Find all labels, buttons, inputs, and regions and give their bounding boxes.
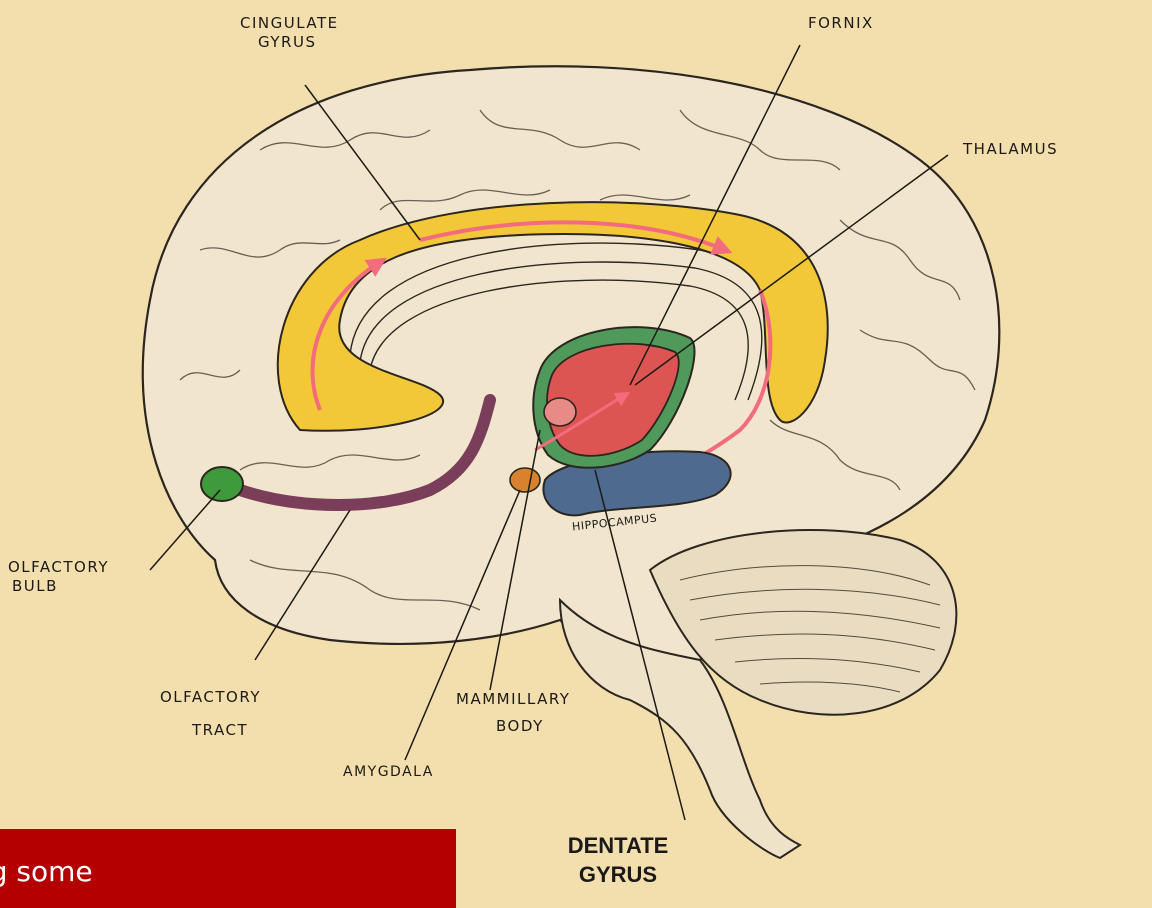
label-olfactory-bulb-line1: OLFACTORY [8, 558, 109, 577]
label-mammillary-body: MAMMILLARY BODY [456, 690, 570, 736]
olfactory-bulb [201, 467, 243, 501]
amygdala [510, 468, 540, 492]
mammillary-body [544, 398, 576, 426]
label-thalamus: THALAMUS [963, 140, 1058, 159]
label-dentate-gyrus-line1: DENTATE [548, 832, 688, 861]
label-mammillary-body-line2: BODY [496, 717, 570, 736]
label-olfactory-tract-line2: TRACT [192, 721, 261, 740]
label-cingulate-gyrus-line2: GYRUS [258, 33, 339, 52]
label-olfactory-tract: OLFACTORY TRACT [160, 688, 261, 740]
label-olfactory-bulb: OLFACTORY BULB [8, 558, 109, 596]
caption-banner: ng some [0, 829, 456, 908]
label-fornix: FORNIX [808, 14, 874, 33]
label-cingulate-gyrus-line1: CINGULATE [240, 14, 339, 33]
label-dentate-gyrus-line2: GYRUS [548, 861, 688, 890]
label-olfactory-bulb-line2: BULB [12, 577, 109, 596]
label-olfactory-tract-line1: OLFACTORY [160, 688, 261, 707]
label-mammillary-body-line1: MAMMILLARY [456, 690, 570, 709]
label-amygdala: AMYGDALA [343, 764, 434, 782]
label-dentate-gyrus: DENTATE GYRUS [548, 832, 688, 889]
label-cingulate-gyrus: CINGULATE GYRUS [240, 14, 339, 52]
caption-banner-text: ng some [0, 855, 93, 888]
